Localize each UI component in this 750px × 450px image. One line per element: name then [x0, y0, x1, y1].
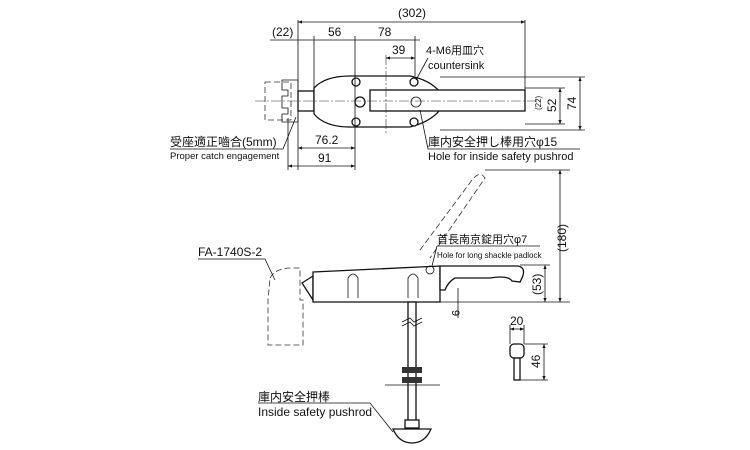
dim-39: 39	[392, 43, 406, 57]
padlock-hole-label-jp: 首長南京錠用穴φ7	[437, 232, 527, 246]
countersink-label-en: countersink	[428, 60, 485, 72]
bolt-side	[301, 274, 314, 303]
dim-53: (53)	[530, 274, 544, 295]
pushrod-label-jp: 庫内安全押棒	[258, 389, 330, 404]
handle-rod-top	[369, 89, 526, 112]
dim-56: 56	[328, 25, 342, 39]
key-blade	[513, 357, 521, 381]
catch-model-label: FA-1740S-2	[198, 245, 262, 259]
dim-20: 20	[510, 314, 524, 328]
screw-holes	[351, 77, 419, 127]
countersink-label-jp: 4-M6用皿穴	[426, 43, 484, 57]
padlock-hole	[425, 265, 435, 275]
pushrod-label-en: Inside safety pushrod	[258, 405, 372, 419]
catch-outline-side	[267, 267, 304, 346]
top-view: (302) (22) 56 78 39 4-M6用皿穴 countersink …	[170, 6, 585, 170]
pushrod-hole	[410, 96, 422, 108]
dim-91: 91	[318, 151, 332, 165]
pushrod-hole-label-jp: 庫内安全押し棒用穴φ15	[428, 134, 557, 149]
dim-9: 9	[449, 310, 461, 316]
latch-body-side	[312, 265, 441, 303]
dim-overall: (302)	[398, 6, 426, 20]
dim-74: 74	[565, 96, 579, 110]
pushrod	[385, 301, 440, 444]
catch-engagement-label-jp: 受座適正嚙合(5mm)	[170, 134, 277, 149]
padlock-hole-label-en: Hole for long shackle padlock	[437, 251, 543, 260]
pushrod-hole-label-en: Hole for inside safety pushrod	[428, 151, 574, 163]
key-head	[509, 343, 525, 359]
catch-engagement-label-en: Proper catch engagement	[170, 151, 280, 162]
dim-78: 78	[378, 25, 392, 39]
dim-left-offset: (22)	[272, 25, 293, 39]
dim-76-2: 76.2	[315, 133, 339, 147]
dim-rod-dia: (22)	[534, 95, 543, 110]
dim-52: 52	[545, 98, 559, 112]
dim-46: 46	[529, 354, 543, 368]
side-view: FA-1740S-2 首長南京錠用穴φ7 Hole for long shack…	[198, 169, 570, 444]
handle-side	[439, 265, 525, 291]
handle-open-ghost	[419, 174, 486, 259]
dim-180: (180)	[555, 224, 569, 252]
key: 20 46	[509, 314, 548, 381]
lock-cylinder-icon	[354, 96, 366, 108]
